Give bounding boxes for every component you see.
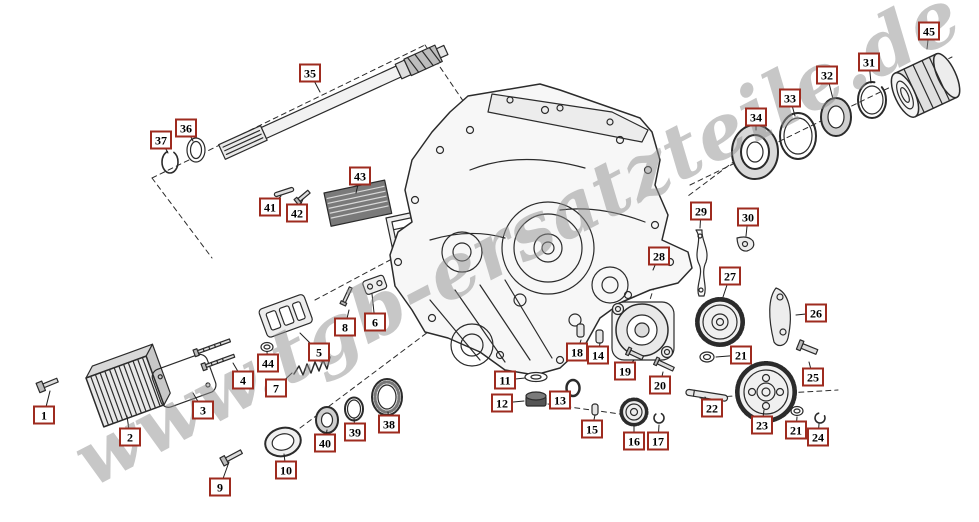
part-bolt-1 <box>35 377 59 394</box>
part-nut-12 <box>525 391 547 407</box>
part-studs-4 <box>192 338 236 372</box>
callout-13[interactable]: 13 <box>549 390 571 410</box>
part-spacer-ring <box>186 137 206 163</box>
callout-17[interactable]: 17 <box>647 431 669 451</box>
part-gasket-3 <box>151 353 217 408</box>
part-retainer-5 <box>258 294 313 338</box>
callout-34[interactable]: 34 <box>745 107 767 127</box>
part-dowel-pin <box>273 186 295 198</box>
part-gear-16 <box>619 397 649 427</box>
callout-5[interactable]: 5 <box>308 342 330 362</box>
part-gear-27 <box>695 297 745 347</box>
callout-14[interactable]: 14 <box>587 345 609 365</box>
part-ring-33 <box>779 112 817 160</box>
part-oring-13 <box>565 378 581 398</box>
callout-22[interactable]: 22 <box>701 398 723 418</box>
part-clip-17 <box>653 412 665 424</box>
callout-40[interactable]: 40 <box>314 433 336 453</box>
callout-15[interactable]: 15 <box>581 419 603 439</box>
callout-39[interactable]: 39 <box>344 422 366 442</box>
callout-23[interactable]: 23 <box>751 415 773 435</box>
part-pin-18 <box>576 323 585 338</box>
part-oil-pump <box>611 301 675 361</box>
part-screw-small <box>293 189 311 206</box>
part-bolt-25 <box>795 339 819 355</box>
callout-6[interactable]: 6 <box>364 312 386 332</box>
part-oil-filter <box>890 52 961 118</box>
callout-41[interactable]: 41 <box>259 197 281 217</box>
callout-9[interactable]: 9 <box>209 477 231 497</box>
callout-2[interactable]: 2 <box>119 427 141 447</box>
callout-24[interactable]: 24 <box>807 427 829 447</box>
callout-27[interactable]: 27 <box>719 266 741 286</box>
callout-31[interactable]: 31 <box>858 52 880 72</box>
part-oil-cooler <box>85 343 171 428</box>
callout-36[interactable]: 36 <box>175 118 197 138</box>
callout-4[interactable]: 4 <box>232 370 254 390</box>
callout-25[interactable]: 25 <box>802 367 824 387</box>
callout-12[interactable]: 12 <box>491 393 513 413</box>
part-clamp-bracket <box>736 236 755 252</box>
part-guide-blade <box>769 287 791 347</box>
part-bolt-19 <box>624 346 645 361</box>
callout-19[interactable]: 19 <box>614 361 636 381</box>
callout-1[interactable]: 1 <box>33 405 55 425</box>
callout-32[interactable]: 32 <box>816 65 838 85</box>
part-bearing-40 <box>315 406 339 434</box>
callout-7[interactable]: 7 <box>265 378 287 398</box>
callout-8[interactable]: 8 <box>334 317 356 337</box>
callout-21a[interactable]: 21 <box>730 345 752 365</box>
part-clip-24 <box>814 412 826 424</box>
callout-45[interactable]: 45 <box>918 21 940 41</box>
callout-43[interactable]: 43 <box>349 166 371 186</box>
callout-35[interactable]: 35 <box>299 63 321 83</box>
callout-10[interactable]: 10 <box>275 460 297 480</box>
part-snap-ring <box>161 150 179 174</box>
callout-28[interactable]: 28 <box>648 246 670 266</box>
callout-44[interactable]: 44 <box>257 353 279 373</box>
part-washer-21a <box>699 351 715 363</box>
part-seal-10 <box>264 426 302 458</box>
part-snap-ring-31 <box>857 81 887 119</box>
part-grille-plate <box>323 179 393 227</box>
part-stud-8 <box>339 286 353 307</box>
part-bolt-20 <box>652 356 675 372</box>
part-bolt-9 <box>219 449 243 467</box>
callout-11[interactable]: 11 <box>494 370 516 390</box>
part-washer-11 <box>524 371 548 383</box>
callout-18[interactable]: 18 <box>566 342 588 362</box>
callout-30[interactable]: 30 <box>737 207 759 227</box>
callout-26[interactable]: 26 <box>805 303 827 323</box>
part-bracket-6 <box>362 274 388 295</box>
callout-29[interactable]: 29 <box>690 201 712 221</box>
callout-3[interactable]: 3 <box>192 400 214 420</box>
callout-38[interactable]: 38 <box>378 414 400 434</box>
part-bearing-32 <box>820 97 852 137</box>
callout-33[interactable]: 33 <box>779 88 801 108</box>
part-spring-7 <box>293 356 331 376</box>
part-bearing-34 <box>731 124 779 180</box>
part-crankcase <box>389 83 693 376</box>
callout-42[interactable]: 42 <box>286 203 308 223</box>
callout-21b[interactable]: 21 <box>785 420 807 440</box>
callout-37[interactable]: 37 <box>150 130 172 150</box>
part-gasket-strip <box>695 229 708 297</box>
callout-20[interactable]: 20 <box>649 375 671 395</box>
part-washer-21b <box>790 405 804 417</box>
callout-16[interactable]: 16 <box>623 431 645 451</box>
part-input-shaft <box>218 44 449 160</box>
